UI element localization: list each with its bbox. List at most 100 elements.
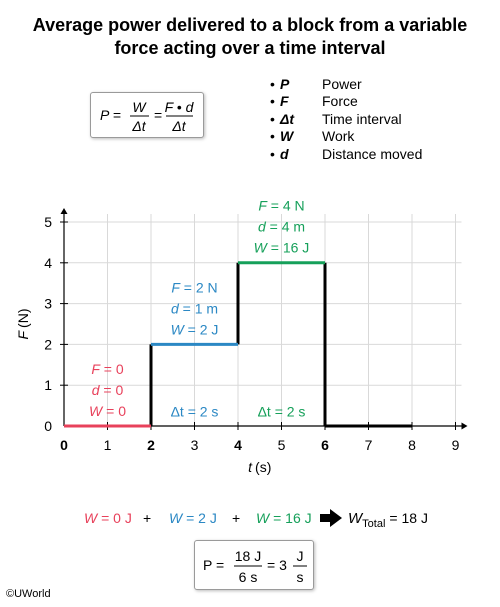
interval-label: Δt = 2 s (258, 404, 306, 420)
x-tick-label: 1 (104, 437, 112, 453)
x-tick-label: 2 (147, 437, 155, 453)
legend-desc: Time interval (322, 110, 402, 127)
x-axis-label: t(s) (248, 459, 271, 475)
legend-symbol: P (280, 75, 290, 92)
y-axis-label: F (N) (15, 309, 31, 340)
segment-annotation: W = 0 (89, 403, 126, 419)
result-frac2-den: s (297, 569, 304, 585)
result-eq: = 3 (267, 557, 287, 573)
x-tick-label: 4 (234, 437, 242, 453)
annotation-value: = 0 (100, 361, 124, 377)
legend-symbol: W (280, 128, 294, 145)
x-tick-label: 7 (365, 437, 373, 453)
y-axis-arrowhead (60, 208, 68, 214)
x-tick-label: 3 (191, 437, 199, 453)
annotation-var: d (92, 382, 101, 398)
result-frac1-num: 18 J (235, 548, 261, 564)
y-tick-label: 5 (44, 214, 52, 230)
legend-row: • P Power (270, 75, 422, 93)
annotation-var: d (171, 300, 180, 316)
segment-annotation: d = 4 m (258, 219, 305, 235)
y-tick-label: 3 (44, 296, 52, 312)
annotation-value: = 4 m (266, 219, 305, 235)
work-sum-equation: W = 0 J + W = 2 J + W = 16 J W Total = 18 … (84, 509, 428, 528)
legend-row: • F Force (270, 93, 422, 111)
formula-frac2-num: F • d (165, 99, 195, 115)
power-result-box: P = 18 J 6 s = 3 J s (194, 540, 314, 590)
x-tick-label: 0 (60, 437, 68, 453)
formula-frac2-den: Δt (171, 118, 186, 134)
annotation-value: = 0 (100, 382, 124, 398)
legend-bullet: • (270, 75, 275, 92)
annotation-value: = 2 J (184, 321, 219, 337)
work-term-var: W (84, 510, 99, 526)
force-series (64, 261, 412, 428)
power-result: P = 18 J 6 s = 3 J s (203, 548, 307, 585)
segment-annotation: F = 2 N (171, 279, 217, 295)
legend-desc: Force (322, 93, 358, 110)
segment-annotation: F = 0 (91, 361, 124, 377)
annotation-var: d (258, 219, 267, 235)
work-total-sub: Total (362, 518, 385, 528)
work-term-var: W (169, 510, 184, 526)
formula-frac1-den: Δt (131, 118, 146, 134)
arrow-right-icon (320, 509, 342, 527)
y-axis-var: F (15, 330, 31, 340)
legend-bullet: • (270, 128, 275, 145)
segment-annotation: F = 4 N (258, 198, 304, 214)
work-total: WTotal= 18 J (348, 510, 428, 528)
x-axis-unit: (s) (255, 459, 271, 475)
power-formula: P = W Δt = F • d Δt (100, 99, 195, 134)
annotation-value: = 2 N (180, 279, 218, 295)
x-tick-label: 8 (408, 437, 416, 453)
annotation-value: = 1 m (179, 300, 218, 316)
work-term-1: W = 0 J (84, 510, 132, 526)
result-lhs: P = (203, 557, 224, 573)
title-line-2: force acting over a time interval (114, 38, 386, 58)
diagram-title: Average power delivered to a block from … (0, 14, 500, 60)
plus-sign: + (143, 510, 151, 526)
power-formula-box: P = W Δt = F • d Δt (90, 92, 204, 138)
work-term-2: W = 2 J (169, 510, 217, 526)
legend-symbol: F (280, 93, 289, 110)
y-axis-unit: (N) (15, 309, 31, 328)
legend-row: • d Distance moved (270, 145, 422, 163)
segment-annotation: W = 16 J (254, 240, 310, 256)
x-tick-label: 6 (321, 437, 329, 453)
annotation-var: F (171, 279, 181, 295)
formula-frac1-num: W (132, 99, 147, 115)
work-term-3: W = 16 J (256, 510, 312, 526)
work-total-value: = 18 J (389, 510, 428, 526)
legend-symbol: Δt (280, 110, 295, 127)
result-frac2-num: J (297, 548, 304, 564)
legend-desc: Distance moved (322, 145, 423, 162)
annotation-value: = 0 (102, 403, 126, 419)
annotation-var: W (89, 403, 104, 419)
y-tick-label: 4 (44, 255, 52, 271)
y-tick-label: 0 (44, 418, 52, 434)
copyright-notice: ©UWorld (6, 588, 51, 600)
annotation-value: = 16 J (267, 240, 309, 256)
legend-desc: Power (322, 75, 362, 92)
annotations: F = 0d = 0W = 0F = 2 Nd = 1 mW = 2 JF = … (89, 198, 309, 420)
annotation-var: W (254, 240, 269, 256)
legend-row: • Δt Time interval (270, 110, 422, 128)
annotation-var: F (91, 361, 101, 377)
segment-annotation: W = 2 J (171, 321, 219, 337)
formula-eq: = (154, 107, 162, 123)
work-term-value: = 2 J (182, 510, 217, 526)
legend-desc: Work (322, 128, 355, 145)
title-line-1: Average power delivered to a block from … (32, 15, 468, 35)
x-tick-label: 5 (278, 437, 286, 453)
plus-sign: + (232, 510, 240, 526)
legend-symbol: d (280, 145, 289, 162)
legend-bullet: • (270, 93, 275, 110)
formula-lhs: P = (100, 107, 121, 123)
work-term-value: = 16 J (269, 510, 311, 526)
y-tick-label: 2 (44, 336, 52, 352)
segment-annotation: d = 1 m (171, 300, 218, 316)
work-term-var: W (256, 510, 271, 526)
x-axis-arrowhead (461, 422, 468, 430)
